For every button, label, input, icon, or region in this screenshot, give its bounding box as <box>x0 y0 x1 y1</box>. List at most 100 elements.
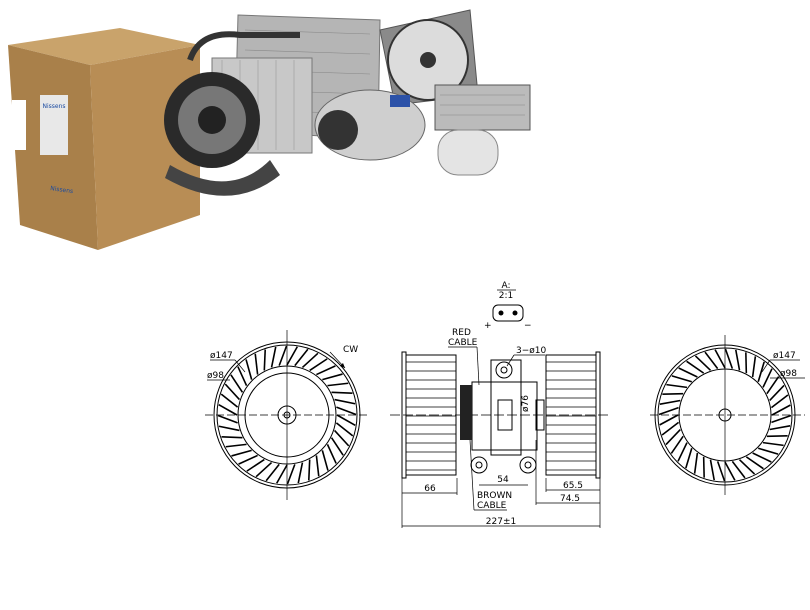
fan-blade <box>685 448 693 469</box>
right-view-wheel: ø147 ø98 <box>650 335 805 495</box>
fan-blade <box>270 346 277 368</box>
fan-blade <box>286 346 299 366</box>
fan-blade <box>218 425 240 432</box>
fan-blade <box>666 383 688 389</box>
fan-blade <box>315 455 320 477</box>
fan-blade <box>745 456 764 470</box>
svg-text:CABLE: CABLE <box>477 501 507 511</box>
rotation-label: CW <box>343 345 358 355</box>
connector-minus: − <box>524 321 532 331</box>
fan-blade <box>322 373 343 381</box>
fan-blade <box>671 375 692 383</box>
fan-blade <box>686 360 705 374</box>
technical-drawing: ø147 ø98 CW ø147 ø98 <box>205 281 805 528</box>
fan-blade <box>658 406 679 416</box>
fan-blade <box>693 452 699 474</box>
fan-blade <box>661 421 680 436</box>
dim-right-wheel: 65.5 <box>563 481 583 491</box>
fan-blade <box>278 345 288 366</box>
connector-plus: + <box>484 321 492 331</box>
left-inner-diameter: ø98 <box>207 371 224 381</box>
fan-blade <box>224 383 241 401</box>
fan-blade <box>309 358 328 372</box>
fan-blade <box>265 463 280 482</box>
fan-blade <box>275 464 288 484</box>
fan-blade <box>670 435 684 454</box>
fan-blade <box>255 461 273 478</box>
fan-blade <box>307 459 311 481</box>
fan-blade <box>217 414 238 424</box>
fan-blade <box>716 461 726 482</box>
fan-blade <box>738 459 756 475</box>
fan-blade <box>714 349 726 369</box>
fan-blade <box>220 393 239 408</box>
fan-blade <box>254 353 259 375</box>
fan-blade <box>221 435 243 439</box>
left-view-wheel: ø147 ø98 CW <box>205 330 370 500</box>
fan-blade <box>316 365 336 376</box>
fan-blade <box>757 361 765 382</box>
fan-blade <box>770 394 789 409</box>
fan-blade <box>286 464 296 485</box>
fan-blade <box>231 449 252 457</box>
fan-blade <box>704 351 719 370</box>
fan-blade <box>246 458 265 472</box>
svg-text:Nissens: Nissens <box>50 185 74 195</box>
fan-blade <box>762 368 773 388</box>
fan-blade <box>766 376 780 395</box>
fan-blade <box>335 422 354 437</box>
fan-blade <box>709 459 716 481</box>
fan-blade <box>724 461 736 481</box>
fan-blade <box>225 443 247 448</box>
fan-blade <box>327 382 349 387</box>
svg-text:CABLE: CABLE <box>448 338 478 348</box>
fan-blade <box>731 460 746 479</box>
fan-blade <box>677 442 688 462</box>
fan-blade <box>665 428 681 446</box>
fan-blade <box>659 399 681 406</box>
fan-blade <box>263 349 267 371</box>
fan-blade <box>769 424 791 431</box>
side-view-motor: A: 2:1 + − RED CABLE 3−ø10 ø76 BROWN CAB… <box>390 281 610 528</box>
holes-label: 3−ø10 <box>516 346 546 356</box>
barcode-label <box>12 100 26 150</box>
brown-cable-label: BROWN <box>477 491 512 501</box>
fan-blade <box>336 406 357 416</box>
connector-scale: 2:1 <box>499 291 513 301</box>
fan-blade <box>294 348 309 367</box>
fan-blade <box>336 414 356 427</box>
fan-blade <box>769 384 785 402</box>
fan-blade <box>230 374 244 393</box>
fan-blade <box>331 391 353 395</box>
fan-blade <box>301 352 319 369</box>
fan-blade <box>238 454 258 465</box>
fan-blade <box>326 444 337 464</box>
red-cable-label: RED <box>452 328 471 338</box>
fan-blade <box>237 366 248 386</box>
fan-blade <box>659 414 679 426</box>
hub-diameter-label: ø76 <box>521 395 531 412</box>
receiver-drier <box>437 129 499 176</box>
fan-blade <box>330 437 344 456</box>
fan-blade <box>771 414 792 424</box>
dim-right-total: 74.5 <box>560 494 580 504</box>
brand-logo: Nissens <box>42 103 65 110</box>
fan-blade <box>245 359 253 380</box>
dim-mount-spacing: 54 <box>497 475 509 485</box>
left-outer-diameter: ø147 <box>210 351 233 361</box>
fan-blade <box>762 441 784 447</box>
right-inner-diameter: ø98 <box>780 369 797 379</box>
fan-blade <box>678 367 698 378</box>
fan-blade <box>321 450 329 471</box>
product-photo: Nissens Nissens <box>8 9 531 250</box>
fan-blade <box>734 349 741 371</box>
fan-blade <box>694 355 712 371</box>
right-outer-diameter: ø147 <box>773 351 796 361</box>
dim-overall: 227±1 <box>486 517 516 527</box>
fan-blade <box>771 404 791 416</box>
fan-blade <box>724 348 734 369</box>
fan-blade <box>297 462 304 484</box>
connector-view: A: <box>501 281 510 291</box>
fan-blade <box>752 452 772 463</box>
